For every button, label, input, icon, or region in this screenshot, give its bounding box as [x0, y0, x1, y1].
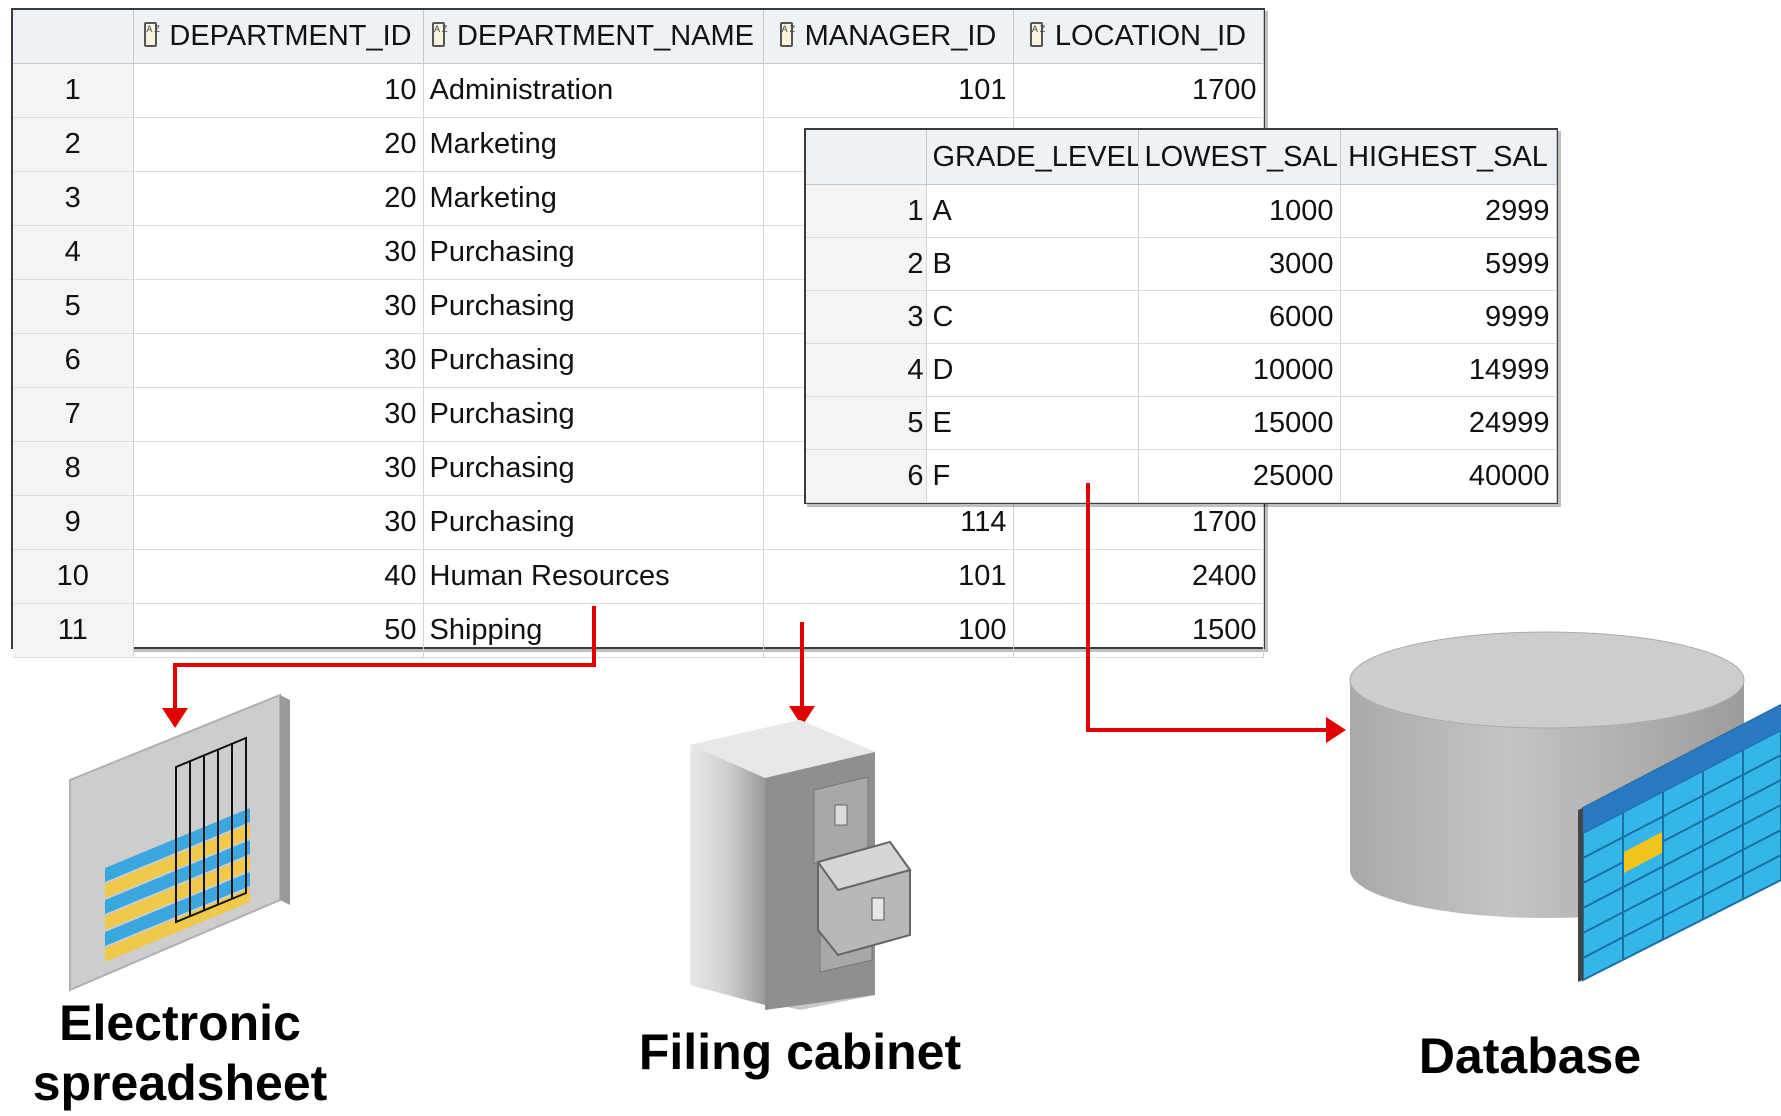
department-name-cell[interactable]: Administration — [423, 63, 764, 118]
sort-icon[interactable]: A Z — [144, 21, 160, 47]
department-name-cell[interactable]: Marketing — [423, 171, 764, 226]
sort-icon[interactable]: A Z — [779, 21, 795, 47]
row-number-cell[interactable]: 1 — [806, 184, 927, 238]
lowest-sal-cell[interactable]: 6000 — [1138, 290, 1341, 344]
highest-sal-cell[interactable]: 2999 — [1340, 184, 1557, 238]
row-number-cell[interactable]: 2 — [806, 237, 927, 291]
row-number-cell[interactable]: 4 — [13, 225, 134, 280]
row-number-cell[interactable]: 3 — [806, 290, 927, 344]
lowest-sal-cell[interactable]: 3000 — [1138, 237, 1341, 291]
department-id-cell[interactable]: 30 — [133, 441, 424, 496]
department-name-cell[interactable]: Purchasing — [423, 495, 764, 550]
department-name-cell[interactable]: Human Resources — [423, 549, 764, 604]
row-number-cell[interactable]: 3 — [13, 171, 134, 226]
highest-sal-cell[interactable]: 24999 — [1340, 396, 1557, 450]
department-name-cell[interactable]: Purchasing — [423, 387, 764, 442]
caption-database: Database — [1418, 1028, 1642, 1084]
lowest-sal-cell[interactable]: 25000 — [1138, 449, 1341, 503]
grade-level-cell[interactable]: B — [926, 237, 1139, 291]
department-name-cell[interactable]: Purchasing — [423, 225, 764, 280]
sort-icon[interactable]: A Z — [1029, 21, 1045, 47]
column-header-highest-sal[interactable]: HIGHEST_SAL — [1340, 130, 1557, 185]
row-number-cell[interactable]: 7 — [13, 387, 134, 442]
department-id-cell[interactable]: 50 — [133, 603, 424, 658]
department-name-cell[interactable]: Purchasing — [423, 279, 764, 334]
department-id-cell[interactable]: 40 — [133, 549, 424, 604]
row-number-cell[interactable]: 11 — [13, 603, 134, 658]
row-number-cell[interactable]: 8 — [13, 441, 134, 496]
department-id-cell[interactable]: 20 — [133, 171, 424, 226]
row-number-cell[interactable]: 5 — [806, 396, 927, 450]
arrow-to-spreadsheet — [162, 606, 596, 728]
grade-header-row: GRADE_LEVEL LOWEST_SAL HIGHEST_SAL — [806, 130, 1557, 185]
row-number-cell[interactable]: 1 — [13, 63, 134, 118]
grade-level-cell[interactable]: A — [926, 184, 1139, 238]
department-name-cell[interactable]: Marketing — [423, 117, 764, 172]
column-header-grade-level[interactable]: GRADE_LEVEL — [926, 130, 1139, 185]
department-id-cell[interactable]: 20 — [133, 117, 424, 172]
caption-electronic-spreadsheet: Electronic spreadsheet — [32, 995, 328, 1111]
department-name-cell[interactable]: Purchasing — [423, 333, 764, 388]
row-number-cell[interactable]: 4 — [806, 343, 927, 397]
row-number-cell[interactable]: 6 — [806, 449, 927, 503]
row-number-header — [806, 130, 927, 185]
sort-icon[interactable]: A Z — [431, 21, 448, 47]
department-id-cell[interactable]: 10 — [133, 63, 424, 118]
department-id-cell[interactable]: 30 — [133, 495, 424, 550]
column-header-lowest-sal[interactable]: LOWEST_SAL — [1138, 130, 1341, 185]
lowest-sal-cell[interactable]: 15000 — [1138, 396, 1341, 450]
caption-filing-cabinet: Filing cabinet — [638, 1024, 962, 1080]
database-icon — [1349, 631, 1781, 982]
row-number-header — [13, 10, 134, 64]
department-name-cell[interactable]: Purchasing — [423, 441, 764, 496]
grade-level-cell[interactable]: F — [926, 449, 1139, 503]
manager-id-cell[interactable]: 100 — [763, 603, 1014, 658]
department-id-cell[interactable]: 30 — [133, 333, 424, 388]
row-number-cell[interactable]: 2 — [13, 117, 134, 172]
manager-id-cell[interactable]: 101 — [763, 549, 1014, 604]
manager-id-cell[interactable]: 101 — [763, 63, 1014, 118]
arrow-to-database — [1086, 483, 1346, 743]
location-id-cell[interactable]: 1700 — [1013, 495, 1264, 550]
lowest-sal-cell[interactable]: 10000 — [1138, 343, 1341, 397]
grade-level-cell[interactable]: E — [926, 396, 1139, 450]
highest-sal-cell[interactable]: 5999 — [1340, 237, 1557, 291]
department-id-cell[interactable]: 30 — [133, 225, 424, 280]
row-number-cell[interactable]: 10 — [13, 549, 134, 604]
grade-level-cell[interactable]: C — [926, 290, 1139, 344]
arrow-to-cabinet — [789, 622, 815, 726]
highest-sal-cell[interactable]: 9999 — [1340, 290, 1557, 344]
grade-level-cell[interactable]: D — [926, 343, 1139, 397]
highest-sal-cell[interactable]: 40000 — [1340, 449, 1557, 503]
department-id-cell[interactable]: 30 — [133, 387, 424, 442]
manager-id-cell[interactable]: 114 — [763, 495, 1014, 550]
department-id-cell[interactable]: 30 — [133, 279, 424, 334]
filing-cabinet-icon — [690, 720, 912, 1010]
location-id-cell[interactable]: 1700 — [1013, 63, 1264, 118]
highest-sal-cell[interactable]: 14999 — [1340, 343, 1557, 397]
location-id-cell[interactable]: 1500 — [1013, 603, 1264, 658]
row-number-cell[interactable]: 6 — [13, 333, 134, 388]
row-number-cell[interactable]: 9 — [13, 495, 134, 550]
lowest-sal-cell[interactable]: 1000 — [1138, 184, 1341, 238]
row-number-cell[interactable]: 5 — [13, 279, 134, 334]
location-id-cell[interactable]: 2400 — [1013, 549, 1264, 604]
spreadsheet-icon — [69, 693, 290, 992]
